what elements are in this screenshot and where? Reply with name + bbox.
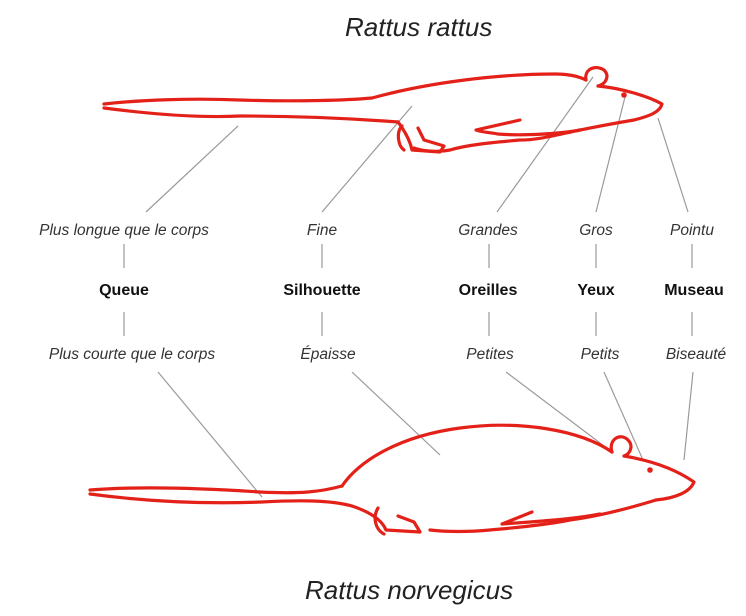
bottom-ear	[611, 437, 631, 456]
connector-bottom-silhouette	[352, 372, 440, 455]
connector-top-museau	[658, 118, 688, 212]
trait-museau-top: Pointu	[670, 222, 714, 240]
bottom-back	[342, 425, 612, 486]
feature-oreilles: Oreilles	[459, 282, 518, 300]
trait-queue-bottom: Plus courte que le corps	[49, 346, 215, 364]
species-title-bottom: Rattus norvegicus	[305, 575, 513, 606]
connector-bottom-oreilles	[506, 372, 612, 452]
connector-top-yeux	[596, 97, 625, 212]
bottom-tail-upper	[90, 486, 342, 493]
top-tail-upper	[104, 98, 372, 104]
trait-yeux-top: Gros	[579, 222, 613, 240]
feature-yeux: Yeux	[577, 282, 614, 300]
top-front-leg	[476, 120, 580, 135]
connector-top-queue	[146, 126, 238, 212]
bottom-tail-lower	[90, 494, 352, 506]
trait-silhouette-bottom: Épaisse	[300, 346, 355, 364]
top-eye	[621, 92, 627, 98]
rattus-norvegicus-outline	[90, 425, 694, 534]
top-back	[372, 74, 586, 98]
connector-bottom-museau	[684, 372, 693, 460]
bottom-eye	[647, 467, 653, 473]
feature-museau: Museau	[664, 282, 724, 300]
trait-museau-bottom: Biseauté	[666, 346, 726, 364]
connector-bottom-queue	[158, 372, 262, 497]
top-tail-lower	[104, 108, 398, 122]
feature-queue: Queue	[99, 282, 149, 300]
species-title-top: Rattus rattus	[345, 12, 492, 43]
trait-oreilles-bottom: Petites	[466, 346, 513, 364]
bottom-belly	[430, 500, 656, 532]
bottom-head	[624, 456, 694, 500]
trait-silhouette-top: Fine	[307, 222, 337, 240]
top-hind-leg	[398, 122, 444, 152]
bottom-hind-leg	[352, 506, 420, 532]
trait-queue-top: Plus longue que le corps	[39, 222, 209, 240]
feature-silhouette: Silhouette	[283, 282, 360, 300]
connector-top-oreilles	[497, 77, 593, 212]
trait-yeux-bottom: Petits	[581, 346, 620, 364]
top-head	[598, 86, 662, 120]
trait-oreilles-top: Grandes	[458, 222, 517, 240]
